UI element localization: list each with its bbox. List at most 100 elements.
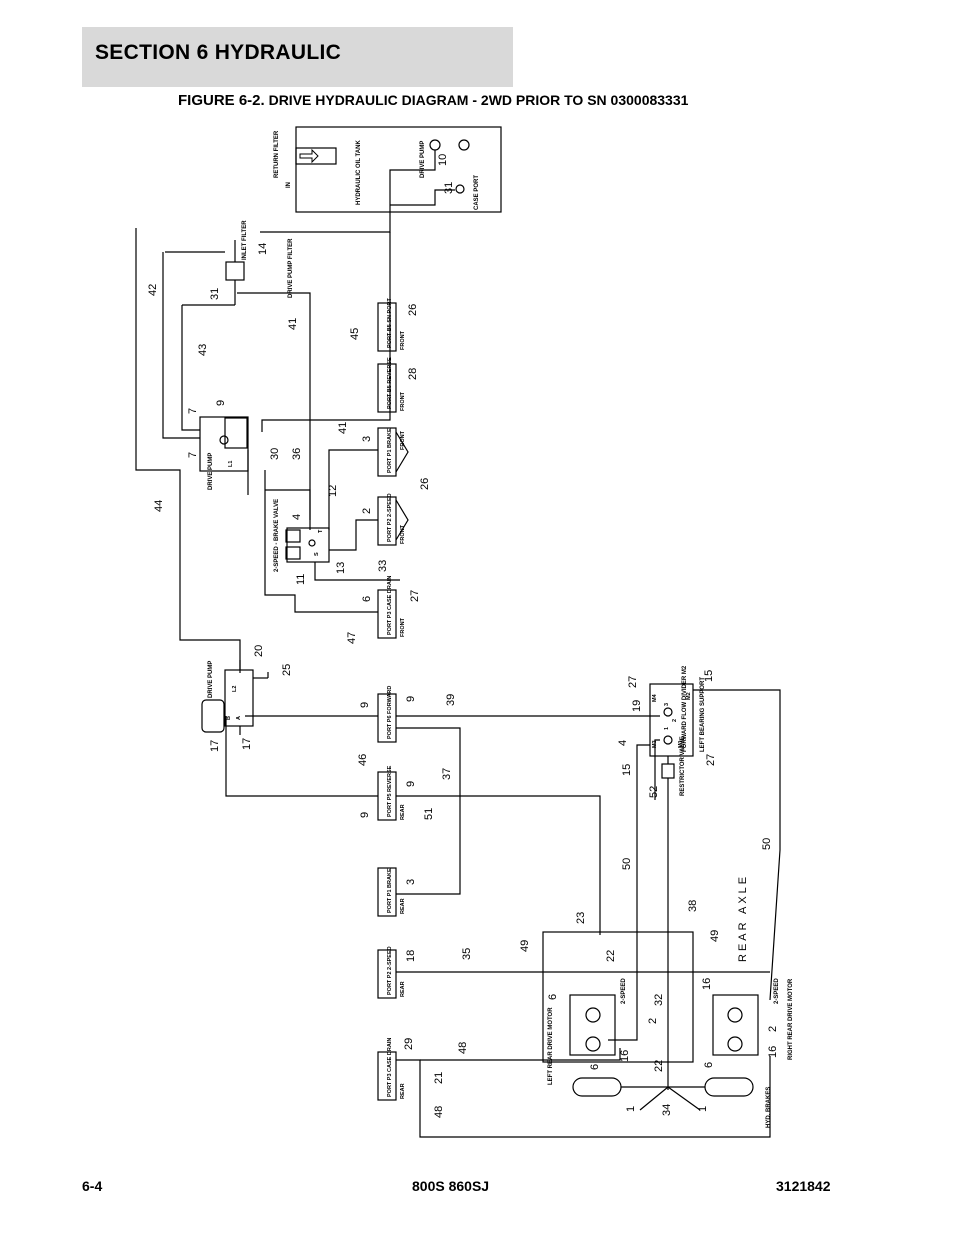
port-letter: 1 <box>664 727 670 730</box>
right-motor-label: RIGHT REAR DRIVE MOTOR <box>788 978 794 1060</box>
drive-pump-port-label: DRIVE PUMP <box>420 141 426 178</box>
figure-caption: DRIVE HYDRAULIC DIAGRAM - 2WD PRIOR TO S… <box>264 92 689 108</box>
callout: 2 <box>647 1018 659 1024</box>
front-label-1: FRONT <box>400 330 406 350</box>
port-p5-reverse-label: PORT P5 REVERSE <box>387 765 393 817</box>
callout: 19 <box>631 700 643 712</box>
callout: 4 <box>617 740 629 746</box>
flow-divider <box>649 683 694 757</box>
two-speed-left-label: 2-SPEED <box>621 978 627 1004</box>
callout: 39 <box>445 694 457 706</box>
drive-pump-upper <box>199 416 249 472</box>
tank-label: HYDRAULIC OIL TANK <box>356 140 362 205</box>
callout: 52 <box>648 786 660 798</box>
flow-divider-sub-label: LEFT BEARING SUPPORT <box>700 677 706 752</box>
port-letter: M3 <box>652 740 658 748</box>
callout: 7 <box>187 408 199 414</box>
callout: 9 <box>359 702 371 708</box>
port-p2-2speed-label: PORT P2 2-SPEED <box>387 493 393 542</box>
port-letter: M2 <box>686 692 692 700</box>
callout: 45 <box>349 328 361 340</box>
port-box-case-front <box>377 589 397 639</box>
callout: 48 <box>457 1042 469 1054</box>
callout: 21 <box>433 1072 445 1084</box>
callout: 41 <box>287 318 299 330</box>
callout: 6 <box>703 1062 715 1068</box>
inlet-filter-label: INLET FILTER <box>242 220 248 260</box>
front-label-5: FRONT <box>400 617 406 637</box>
rear-label-1: REAR <box>400 804 406 820</box>
callout: 9 <box>405 781 417 787</box>
callout: 3 <box>405 879 417 885</box>
port-p3-case-label: PORT P3 CASE DRAIN <box>387 576 393 635</box>
left-motor-label: LEFT REAR DRIVE MOTOR <box>548 1007 554 1085</box>
port-letter: B <box>226 716 232 720</box>
drive-pump-lower-label: DRIVE PUMP <box>208 661 214 698</box>
section-header-bar <box>82 27 513 87</box>
port-letter: L1 <box>228 461 234 467</box>
drive-pump-upper-label: DRIVE PUMP <box>208 453 214 490</box>
arrow-icon <box>299 148 319 164</box>
port-box-brake-rear <box>377 867 397 917</box>
callout: 10 <box>437 154 449 166</box>
callout: 17 <box>241 738 253 750</box>
footer-page: 6-4 <box>82 1178 103 1194</box>
callout: 29 <box>403 1038 415 1050</box>
callout: 9 <box>215 400 227 406</box>
right-rear-motor <box>712 994 759 1056</box>
port-letter: M1 <box>678 740 684 748</box>
tank-in-label: IN <box>286 182 292 188</box>
port-box-forward <box>377 693 397 743</box>
hydraulic-tank <box>295 126 502 213</box>
port-p6-forward-label: PORT P6 FORWARD <box>387 686 393 739</box>
callout: 34 <box>661 1104 673 1116</box>
brake-valve <box>286 527 330 563</box>
footer-doc-number: 3121842 <box>776 1178 831 1194</box>
callout: 7 <box>187 452 199 458</box>
callout: 47 <box>346 632 358 644</box>
callout: 17 <box>209 740 221 752</box>
restrictor-label: RESTRICTOR VALVE <box>680 736 686 796</box>
callout: 33 <box>377 560 389 572</box>
port-box-case-rear <box>377 1051 397 1101</box>
callout: 15 <box>703 670 715 682</box>
port-b5-rev-label: PORT B5 REVERSE <box>387 357 393 409</box>
port-box-reverse-upper <box>377 363 397 413</box>
port-p3-case-rear-label: PORT P3 CASE DRAIN <box>387 1038 393 1097</box>
rear-label-2: REAR <box>400 898 406 914</box>
callout: 49 <box>709 930 721 942</box>
callout: 44 <box>153 500 165 512</box>
callout: 9 <box>359 812 371 818</box>
callout: 30 <box>269 448 281 460</box>
callout: 22 <box>605 950 617 962</box>
port-letter: L2 <box>232 686 238 692</box>
rear-axle-label: REAR AXLE <box>737 874 749 962</box>
drive-pump-lower <box>224 669 254 727</box>
flow-divider-label: FORWARD FLOW DIVIDER M2 <box>682 665 688 752</box>
port-letter: S <box>314 552 320 556</box>
callout: 16 <box>701 978 713 990</box>
port-box-2speed-rear <box>377 949 397 999</box>
callout: 26 <box>419 478 431 490</box>
port-box-sn <box>377 302 397 352</box>
callout: 50 <box>761 838 773 850</box>
port-b5-sn-label: PORT B5 SN PORT <box>387 298 393 348</box>
callout: 49 <box>519 940 531 952</box>
port-letter: A <box>236 716 242 720</box>
callout: 51 <box>423 808 435 820</box>
section-title: SECTION 6 HYDRAULIC <box>95 41 342 64</box>
port-letter: M4 <box>652 693 658 702</box>
callout: 1 <box>697 1106 709 1112</box>
callout: 36 <box>291 448 303 460</box>
front-label-4: FRONT <box>400 524 406 544</box>
footer-model: 800S 860SJ <box>412 1178 490 1194</box>
callout: 37 <box>441 768 453 780</box>
port-box-brake-front <box>377 427 397 477</box>
two-speed-right-label: 2-SPEED <box>774 978 780 1004</box>
port-letter: 2 <box>672 719 678 722</box>
return-filter-body <box>295 147 337 165</box>
callout: 28 <box>407 368 419 380</box>
front-label-2: FRONT <box>400 391 406 411</box>
callout: 35 <box>461 948 473 960</box>
